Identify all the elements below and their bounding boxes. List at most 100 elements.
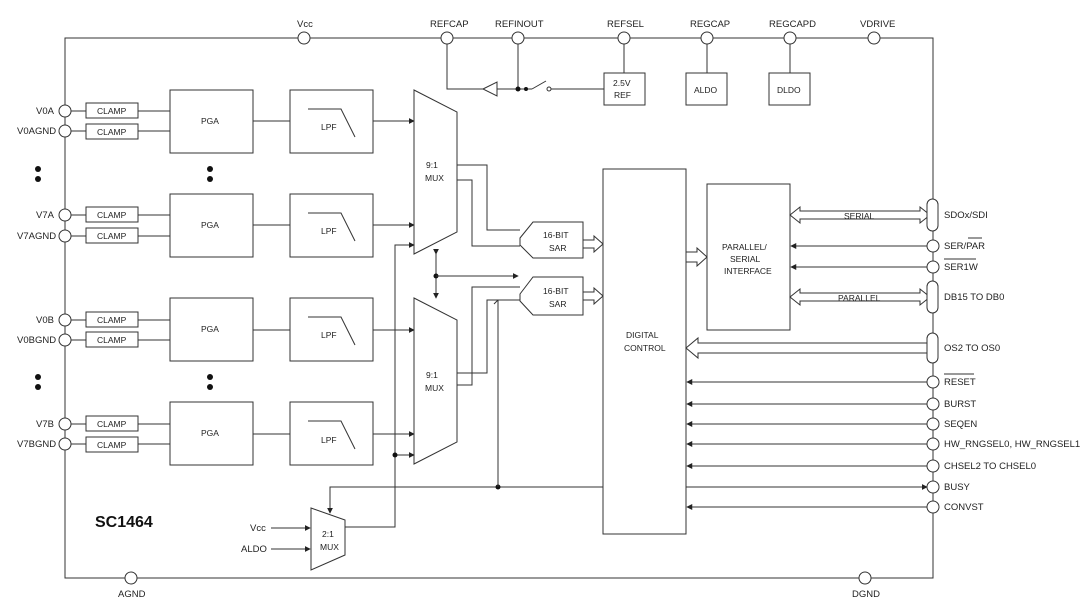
top-pin-vcc-label: Vcc xyxy=(297,19,313,30)
pga-v7a xyxy=(169,193,254,258)
right-pin-ser-par-label: SER/PAR xyxy=(944,241,985,252)
top-pin-vcc[interactable]: Vcc xyxy=(297,19,313,45)
lpf-v7b-label: LPF xyxy=(321,435,337,445)
clamp-v7agnd-label: CLAMP xyxy=(97,231,127,241)
right-pin-busy[interactable]: BUSY xyxy=(926,480,971,494)
lpf-v0b xyxy=(289,297,374,362)
parallel-bus-label: PARALLEL xyxy=(838,293,881,303)
sar-a-line1: 16-BIT xyxy=(543,230,569,240)
clamp-v7bgnd-label: CLAMP xyxy=(97,440,127,450)
chip-title: SC1464 xyxy=(95,514,153,531)
right-pin-convst[interactable]: CONVST xyxy=(926,500,984,514)
interface-block: PARALLEL/ SERIAL INTERFACE xyxy=(706,183,791,331)
left-pin-v7bgnd[interactable]: V7BGND xyxy=(17,437,72,451)
ellipsis-dots-a xyxy=(35,166,213,182)
dc-to-interface-arrow xyxy=(685,246,708,268)
right-pin-chsel[interactable]: CHSEL2 TO CHSEL0 xyxy=(926,459,1036,473)
left-pin-v0b-label: V0B xyxy=(36,315,54,326)
right-pin-reset[interactable]: RESET xyxy=(926,373,976,389)
bottom-pin-agnd[interactable]: AGND xyxy=(118,571,146,600)
left-pin-v0a-label: V0A xyxy=(36,106,55,117)
pga-v7a-label: PGA xyxy=(201,220,219,230)
right-pin-burst[interactable]: BURST xyxy=(926,397,976,411)
right-pin-reset-label: RESET xyxy=(944,377,976,388)
pga-v7b xyxy=(169,401,254,466)
right-pin-sdo[interactable]: SDOx/SDI xyxy=(926,198,988,232)
clamp-v7b-label: CLAMP xyxy=(97,419,127,429)
left-pin-v7b[interactable]: V7B xyxy=(36,417,72,431)
right-pin-db[interactable]: DB15 TO DB0 xyxy=(926,280,1004,314)
sar-b-line2: SAR xyxy=(549,299,566,309)
right-pin-hw-rngsel[interactable]: HW_RNGSEL0, HW_RNGSEL1 xyxy=(926,437,1080,451)
left-pin-v0agnd[interactable]: V0AGND xyxy=(17,124,72,138)
sar-b-bus-arrow xyxy=(582,286,604,306)
ellipsis-dots-b xyxy=(35,374,213,390)
interface-line1: PARALLEL/ xyxy=(722,242,767,252)
dldo-block: DLDO xyxy=(768,72,811,106)
top-pin-refinout-label: REFINOUT xyxy=(495,19,544,30)
mux2-input-vcc-label: Vcc xyxy=(250,523,266,534)
clamp-v0agnd-label: CLAMP xyxy=(97,127,127,137)
lpf-v7b xyxy=(289,401,374,466)
top-pin-regcap-label: REGCAP xyxy=(690,19,730,30)
lpf-v7a-label: LPF xyxy=(321,226,337,236)
sar-a-bus-arrow xyxy=(582,234,604,254)
interface-line2: SERIAL xyxy=(730,254,761,264)
pga-v7b-label: PGA xyxy=(201,428,219,438)
digital-control-line2: CONTROL xyxy=(624,343,666,353)
dldo-block-label: DLDO xyxy=(777,85,801,95)
ref-buffer-icon xyxy=(481,81,498,97)
left-pin-v7agnd[interactable]: V7AGND xyxy=(17,229,72,243)
right-pin-chsel-label: CHSEL2 TO CHSEL0 xyxy=(944,461,1036,472)
pga-v0a-label: PGA xyxy=(201,116,219,126)
left-pin-v7a-label: V7A xyxy=(36,210,55,221)
left-pin-v0bgnd[interactable]: V0BGND xyxy=(17,333,72,347)
right-pin-ser-par[interactable]: SER/PAR xyxy=(926,237,985,253)
serial-bus-label: SERIAL xyxy=(844,211,875,221)
left-pin-v0b[interactable]: V0B xyxy=(36,313,72,327)
mux-2to1: 2:1 MUX xyxy=(310,507,346,571)
left-pin-v0bgnd-label: V0BGND xyxy=(17,335,56,346)
mux2-line2: MUX xyxy=(320,542,339,552)
interface-line3: INTERFACE xyxy=(724,266,772,276)
right-pin-burst-label: BURST xyxy=(944,399,976,410)
clamp-v0b-label: CLAMP xyxy=(97,315,127,325)
ref-switch-icon xyxy=(531,80,547,90)
mux-b-line1: 9:1 xyxy=(426,370,438,380)
right-pin-seqen[interactable]: SEQEN xyxy=(926,417,977,431)
top-pin-refsel[interactable]: REFSEL xyxy=(607,19,644,45)
right-pin-ser1w[interactable]: SER1W xyxy=(926,258,978,274)
left-pin-v7b-label: V7B xyxy=(36,419,54,430)
lpf-v0b-label: LPF xyxy=(321,330,337,340)
top-pin-vdrive-label: VDRIVE xyxy=(860,19,895,30)
left-pin-v7bgnd-label: V7BGND xyxy=(17,439,56,450)
lpf-v7a xyxy=(289,193,374,258)
right-pin-os[interactable]: OS2 TO OS0 xyxy=(926,332,1000,364)
top-pin-regcap[interactable]: REGCAP xyxy=(690,19,730,45)
right-pin-convst-label: CONVST xyxy=(944,502,984,513)
top-pin-refcap[interactable]: REFCAP xyxy=(430,19,469,45)
bottom-pin-dgnd[interactable]: DGND xyxy=(852,571,880,600)
mux-a-line1: 9:1 xyxy=(426,160,438,170)
mux-b-line2: MUX xyxy=(425,383,444,393)
clamp-v0bgnd-label: CLAMP xyxy=(97,335,127,345)
top-pin-refinout[interactable]: REFINOUT xyxy=(495,19,544,45)
clamp-v7a-label: CLAMP xyxy=(97,210,127,220)
top-pin-regcapd[interactable]: REGCAPD xyxy=(769,19,816,45)
sar-a-line2: SAR xyxy=(549,243,566,253)
ref-block: 2.5V REF xyxy=(603,72,646,106)
right-pin-os-label: OS2 TO OS0 xyxy=(944,343,1000,354)
bottom-pin-agnd-label: AGND xyxy=(118,589,146,600)
channel-v0b: CLAMP CLAMP PGA LPF xyxy=(71,297,415,362)
left-pin-v0a[interactable]: V0A xyxy=(36,104,72,118)
left-pin-v7a[interactable]: V7A xyxy=(36,208,72,222)
top-pin-vdrive[interactable]: VDRIVE xyxy=(860,19,895,45)
right-pin-seqen-label: SEQEN xyxy=(944,419,977,430)
sar-a: 16-BIT SAR xyxy=(519,221,584,259)
ref-block-line1: 2.5V xyxy=(613,78,631,88)
mux-b: 9:1 MUX xyxy=(413,297,458,465)
mux-a-line2: MUX xyxy=(425,173,444,183)
aldo-block-label: ALDO xyxy=(694,85,718,95)
channel-v7b: CLAMP CLAMP PGA LPF xyxy=(71,401,415,466)
